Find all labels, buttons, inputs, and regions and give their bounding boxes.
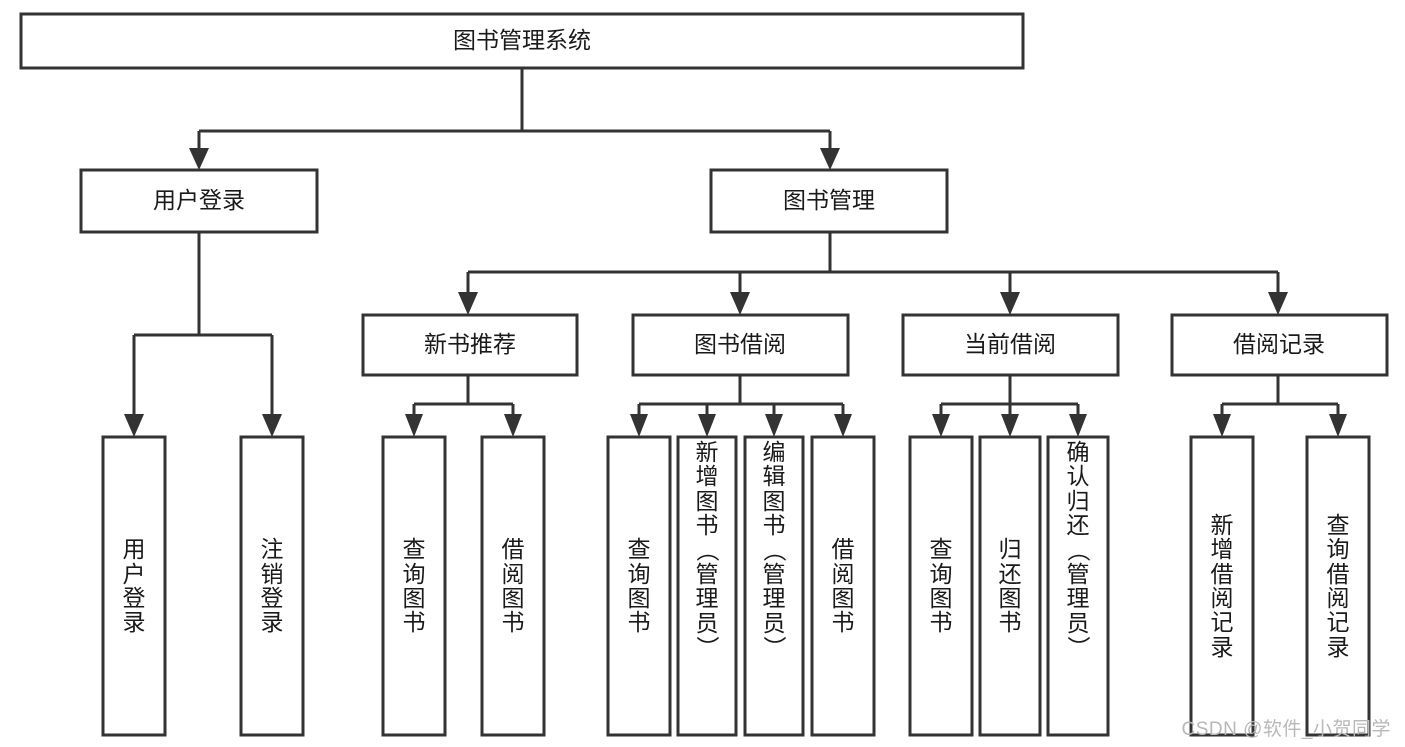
node-user-login-box[interactable]	[79, 168, 319, 234]
watermark-text: CSDN @软件_小贺同学	[1181, 719, 1391, 740]
arrow-head-currentborrow	[1000, 292, 1020, 315]
node-root-box[interactable]	[19, 12, 1025, 70]
arrow-head-borrowrecord	[1268, 292, 1288, 315]
connector-group-root	[189, 68, 840, 170]
leaf-box-new-book-0[interactable]	[381, 435, 447, 737]
node-borrow-record-label: 借阅记录	[1233, 331, 1325, 357]
node-current-borrow-label: 当前借阅	[964, 331, 1056, 357]
connector-group-user-login	[124, 232, 282, 437]
leaf-box-borrow-record-1[interactable]	[1305, 435, 1371, 737]
arrow-head-login	[189, 148, 209, 170]
leaf-box-borrow-record-0[interactable]	[1189, 435, 1255, 737]
arrow-head-currentborrow-l3	[1069, 414, 1087, 437]
arrow-head-currentborrow-l1	[932, 414, 950, 437]
leaf-box-book-borrow-2[interactable]	[743, 435, 805, 737]
node-root-label: 图书管理系统	[453, 27, 591, 53]
node-borrow-record-box[interactable]	[1170, 313, 1389, 377]
connector-group-current-borrow	[932, 375, 1087, 437]
leaf-box-current-borrow-2[interactable]	[1046, 435, 1110, 737]
connector-group-borrow-record	[1213, 375, 1347, 437]
node-user-login-label: 用户登录	[153, 187, 245, 213]
leaf-box-user-login-0[interactable]	[101, 435, 167, 737]
arrow-head-bookmgmt	[820, 148, 840, 170]
arrow-head-login-leaf1	[124, 414, 144, 437]
connector-group-new-book	[405, 375, 522, 437]
arrow-head-bookborrow-l1	[630, 414, 648, 437]
leaf-box-user-login-1[interactable]	[239, 435, 305, 737]
arrow-head-newbook-l1	[405, 414, 423, 437]
connector-group-book-borrow	[630, 375, 852, 437]
arrow-head-currentborrow-l2	[1001, 414, 1019, 437]
leaf-box-book-borrow-3[interactable]	[810, 435, 876, 737]
arrow-head-bookborrow-l2	[698, 414, 716, 437]
arrow-head-bookborrow	[730, 292, 750, 315]
connector-group-book-mgmt	[458, 232, 1288, 315]
node-new-book-box[interactable]	[361, 313, 579, 377]
arrow-head-newbook	[458, 292, 478, 315]
node-book-borrow-label: 图书借阅	[694, 331, 786, 357]
leaf-box-current-borrow-0[interactable]	[908, 435, 974, 737]
arrow-head-newbook-l2	[504, 414, 522, 437]
node-book-borrow-box[interactable]	[631, 313, 850, 377]
leaf-box-new-book-1[interactable]	[480, 435, 546, 737]
node-book-mgmt-label: 图书管理	[783, 187, 875, 213]
node-current-borrow-box[interactable]	[901, 313, 1120, 377]
arrow-head-login-leaf2	[262, 414, 282, 437]
node-new-book-label: 新书推荐	[424, 331, 516, 357]
leaf-box-book-borrow-1[interactable]	[676, 435, 738, 737]
leaf-box-current-borrow-1[interactable]	[978, 435, 1042, 737]
node-book-mgmt-box[interactable]	[709, 168, 949, 234]
arrow-head-bookborrow-l3	[765, 414, 783, 437]
arrow-head-borrowrecord-l2	[1329, 414, 1347, 437]
arrow-head-bookborrow-l4	[834, 414, 852, 437]
leaf-box-book-borrow-0[interactable]	[606, 435, 672, 737]
arrow-head-borrowrecord-l1	[1213, 414, 1231, 437]
